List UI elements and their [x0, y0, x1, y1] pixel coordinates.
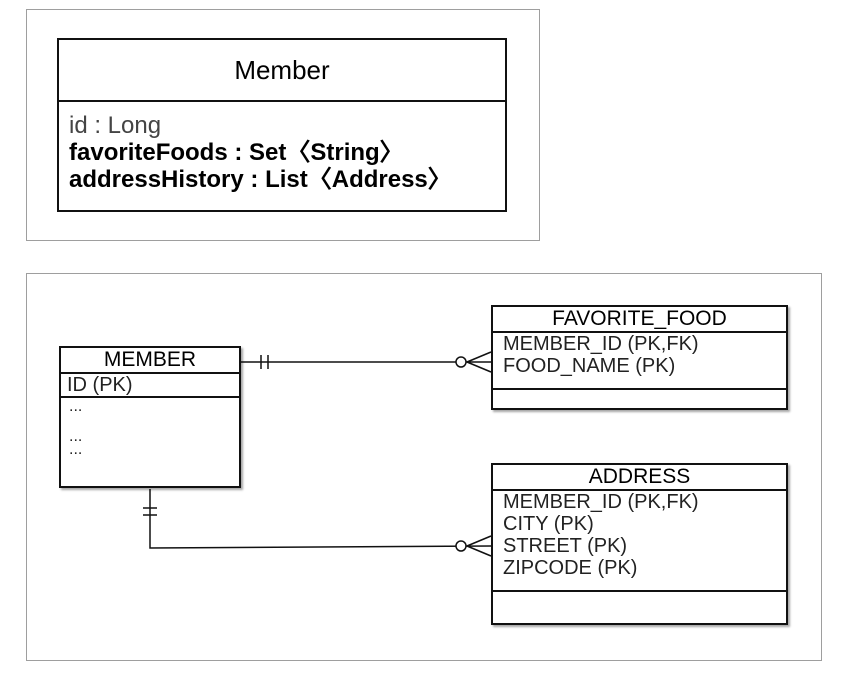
zero-circle — [455, 356, 467, 368]
member-dots-2: ... — [69, 428, 83, 445]
address-table: ADDRESS MEMBER_ID (PK,FK) CITY (PK) STRE… — [491, 463, 788, 625]
favorite-food-member-id: MEMBER_ID (PK,FK) — [503, 333, 699, 355]
member-separator — [61, 396, 239, 398]
attr-address-history: addressHistory : List〈Address〉 — [69, 166, 452, 193]
member-dots-3: ... — [69, 441, 83, 458]
member-class-attributes: id : Long favoriteFoods : Set〈String〉 ad… — [59, 102, 505, 193]
member-table: MEMBER ID (PK) ... ... ... — [59, 346, 241, 488]
address-title: ADDRESS — [493, 465, 786, 491]
member-class-box: Member id : Long favoriteFoods : Set〈Str… — [57, 38, 507, 212]
attr-id: id : Long — [69, 112, 162, 139]
member-class-name: Member — [59, 40, 505, 102]
address-street: STREET (PK) — [503, 535, 628, 557]
member-address-line — [149, 489, 492, 549]
favorite-food-food-name: FOOD_NAME (PK) — [503, 355, 676, 377]
crow-foot-d — [466, 545, 492, 557]
address-zipcode: ZIPCODE (PK) — [503, 557, 638, 579]
member-pk-column: ID (PK) — [67, 374, 133, 396]
zero-circle-2 — [455, 540, 467, 552]
favorite-food-table: FAVORITE_FOOD MEMBER_ID (PK,FK) FOOD_NAM… — [491, 305, 788, 410]
crow-foot-c — [466, 535, 492, 547]
address-city: CITY (PK) — [503, 513, 594, 535]
address-member-id: MEMBER_ID (PK,FK) — [503, 491, 699, 513]
address-separator — [493, 590, 786, 592]
member-dots-1: ... — [69, 398, 83, 415]
favorite-food-separator — [493, 388, 786, 390]
favorite-food-title: FAVORITE_FOOD — [493, 307, 786, 333]
crow-foot-a — [466, 351, 492, 363]
member-table-title: MEMBER — [61, 348, 239, 374]
attr-favorite-foods: favoriteFoods : Set〈String〉 — [69, 139, 404, 166]
crow-foot-b — [466, 361, 492, 373]
